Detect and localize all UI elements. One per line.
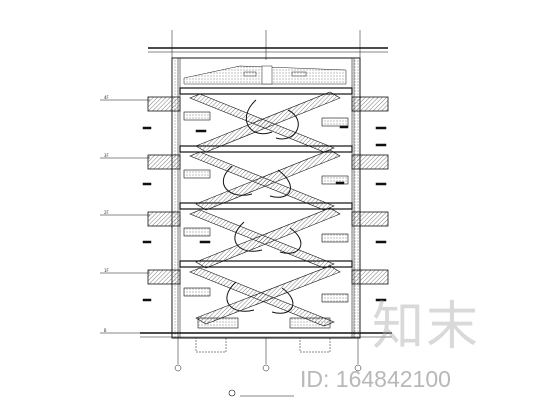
column-right: [351, 57, 361, 339]
watermark-logo: 知末: [372, 297, 481, 357]
floor-slabs: [140, 96, 392, 338]
foundation-boxes: [195, 337, 331, 353]
column-left: [171, 57, 181, 339]
watermark-id: ID: 164842100: [300, 366, 451, 393]
level-label-4: 4F: [104, 95, 109, 100]
escalators: [189, 91, 341, 327]
watermark-id-prefix: ID:: [300, 366, 336, 392]
interior-floor-plates: [179, 87, 353, 268]
level-marker-lines: [100, 99, 150, 334]
landings: [183, 111, 349, 329]
right-annotations: [375, 126, 387, 302]
level-label-b: B: [104, 328, 107, 333]
level-label-1: 1F: [104, 268, 109, 273]
title-marker: [228, 389, 294, 397]
roof-line: [148, 30, 388, 60]
level-label-3: 3F: [104, 153, 109, 158]
axis-lines: [174, 338, 362, 372]
left-annotations: [142, 125, 349, 302]
top-mechanical-zone: [183, 65, 347, 85]
curved-railings: [222, 99, 302, 314]
watermark-id-number: 164842100: [335, 366, 451, 392]
level-label-2: 2F: [104, 210, 109, 215]
